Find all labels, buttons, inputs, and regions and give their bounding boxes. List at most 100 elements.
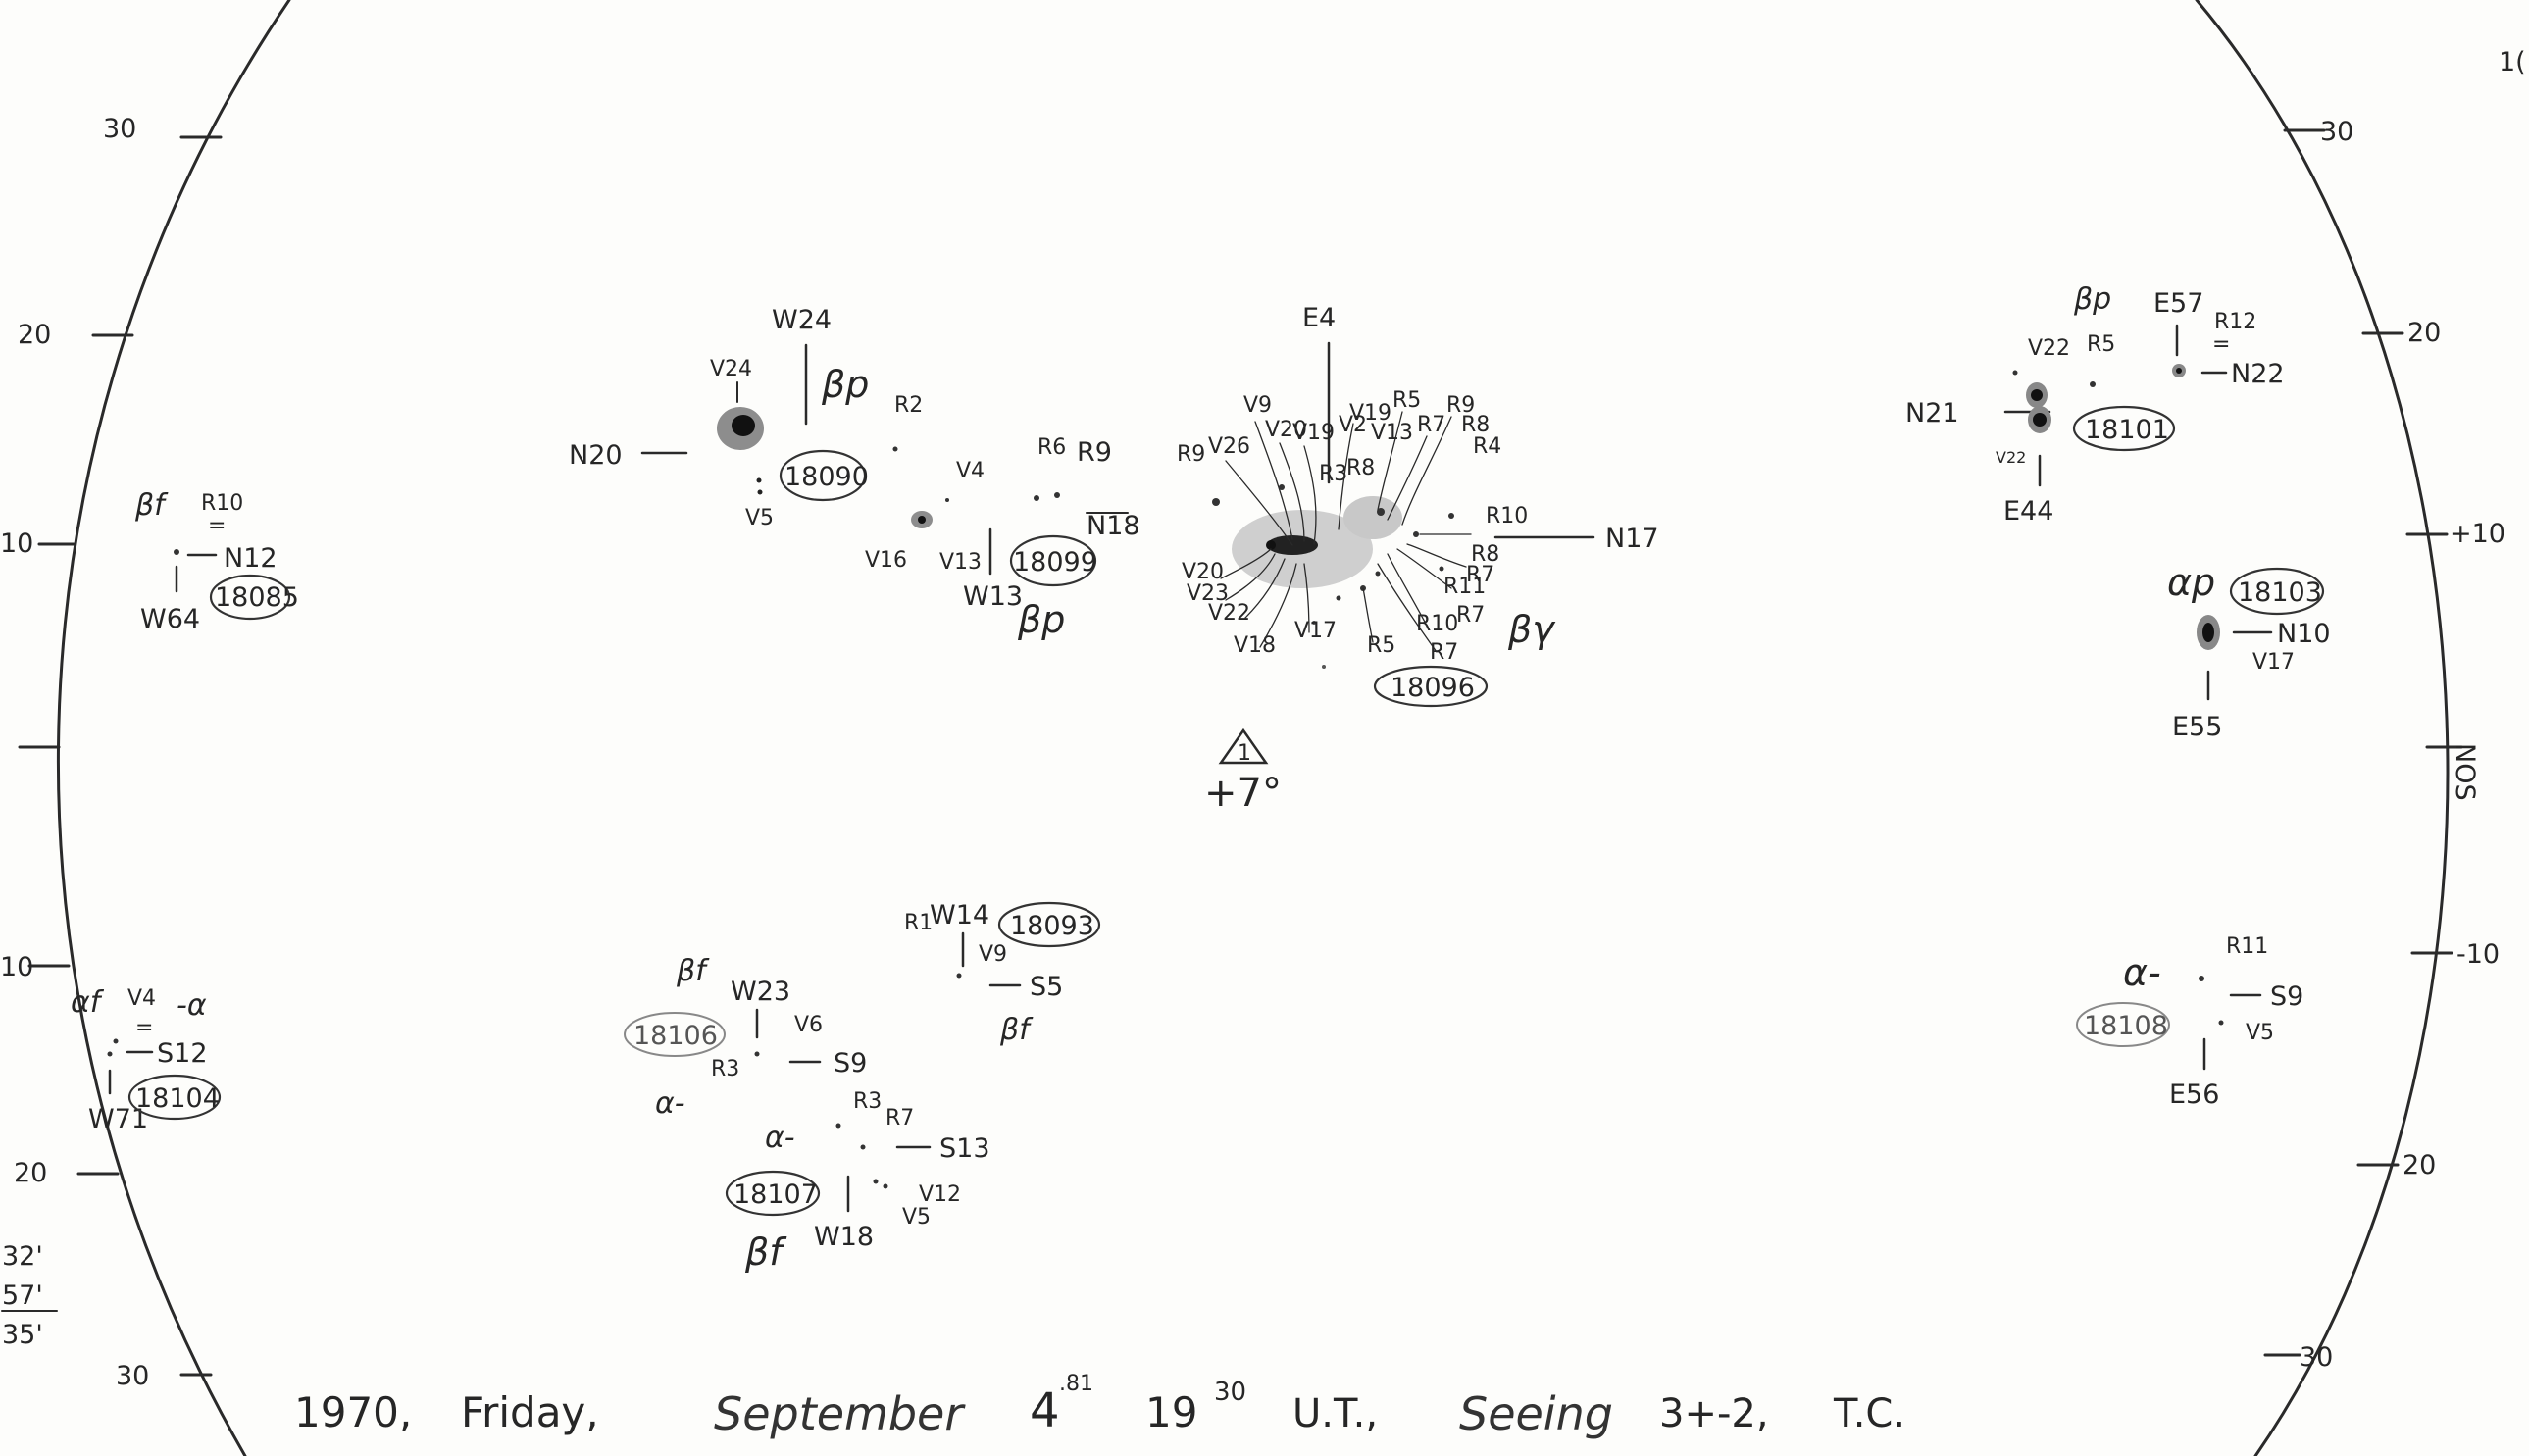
svg-text:βp: βp (2073, 282, 2111, 317)
svg-text:R9: R9 (1077, 437, 1112, 468)
svg-text:R7: R7 (885, 1106, 914, 1130)
svg-text:R3: R3 (1319, 462, 1347, 486)
svg-text:18106: 18106 (633, 1021, 718, 1051)
svg-text:R5: R5 (1392, 388, 1421, 413)
svg-text:R7: R7 (1466, 563, 1494, 587)
svg-text:18107: 18107 (733, 1180, 818, 1210)
svg-text:S5: S5 (1030, 972, 1063, 1002)
svg-text:=: = (2212, 332, 2230, 357)
svg-text:R6: R6 (1037, 435, 1066, 460)
svg-text:R12: R12 (2214, 310, 2256, 334)
svg-text:S9: S9 (834, 1048, 867, 1079)
svg-text:αf: αf (71, 985, 105, 1020)
svg-text:βγ: βγ (1507, 608, 1556, 651)
caption-date-sup: .81 (1059, 1372, 1093, 1396)
tick-left-20-south: 20 (14, 1158, 47, 1188)
svg-text:V17: V17 (1294, 619, 1337, 643)
svg-text:N18: N18 (1087, 511, 1140, 541)
svg-text:V9: V9 (979, 942, 1007, 967)
tick-left-30-south: 30 (116, 1361, 149, 1391)
svg-text:R7: R7 (1456, 603, 1485, 628)
region-18107: α- R3 R7 S13 18107 V12 V5 W18 βf (725, 1089, 990, 1274)
svg-text:R7: R7 (1430, 640, 1458, 665)
svg-text:18103: 18103 (2238, 577, 2322, 608)
tick-left-20-north: 20 (18, 320, 51, 350)
svg-text:R8: R8 (1461, 413, 1490, 437)
svg-text:R11: R11 (2226, 934, 2268, 959)
svg-text:18101: 18101 (2085, 415, 2169, 445)
svg-text:R10: R10 (1486, 504, 1528, 528)
svg-text:V19: V19 (1349, 401, 1391, 426)
tick-right-30-north: 30 (2320, 117, 2353, 147)
svg-text:W24: W24 (772, 305, 832, 335)
svg-text:V4: V4 (127, 986, 156, 1011)
svg-text:32': 32' (2, 1241, 43, 1272)
svg-text:V23: V23 (1187, 581, 1229, 606)
svg-text:E56: E56 (2169, 1079, 2219, 1110)
region-18104: αf V4 -α = S12 W71 18104 (71, 985, 222, 1134)
region-18090: W24 βp V24 N20 V5 R2 18090 (569, 305, 923, 530)
caption-date: 4 (1030, 1383, 1060, 1438)
svg-text:W14: W14 (930, 900, 989, 930)
svg-text:R2: R2 (894, 393, 923, 418)
svg-text:V4: V4 (956, 459, 985, 483)
tick-left-10-south: 10 (0, 952, 33, 982)
svg-text:V13: V13 (939, 550, 982, 575)
region-18099: V4 V16 V13 W13 βp 18099 R6 R9 N18 (865, 435, 1140, 641)
svg-text:18090: 18090 (784, 462, 869, 492)
tick-right-10-north: +10 (2450, 519, 2505, 549)
leader-lines (1220, 411, 1472, 653)
caption-day: Friday, (461, 1388, 599, 1436)
svg-text:R7: R7 (1417, 413, 1445, 437)
svg-text:57': 57' (2, 1280, 43, 1311)
svg-text:18104: 18104 (135, 1083, 220, 1114)
margin-note: 32' 57' 35' (1, 1241, 58, 1350)
tick-left-30-north: 30 (103, 114, 136, 144)
svg-text:E4: E4 (1302, 303, 1336, 333)
caption-seeing-value: 3+-2, (1659, 1391, 1769, 1436)
svg-text:α-: α- (2123, 951, 2161, 994)
svg-text:N21: N21 (1905, 398, 1959, 428)
svg-text:V13: V13 (1371, 421, 1413, 445)
svg-text:βp: βp (1017, 598, 1065, 641)
svg-text:N20: N20 (569, 440, 623, 471)
svg-text:βf: βf (676, 954, 710, 988)
svg-text:V5: V5 (2246, 1021, 2274, 1045)
svg-text:R11: R11 (1443, 575, 1486, 599)
center-mark: 1 +7° (1204, 728, 1282, 816)
svg-text:R9: R9 (1177, 442, 1205, 467)
svg-text:R1: R1 (904, 911, 933, 935)
right-axis-letters: NOS (2450, 743, 2480, 801)
caption-ut: U.T., (1292, 1391, 1378, 1436)
svg-text:S12: S12 (157, 1038, 208, 1069)
labels-left: V20 V23 V22 V18 V17 (1182, 560, 1337, 658)
svg-text:W13: W13 (963, 581, 1023, 612)
svg-text:W18: W18 (814, 1222, 874, 1252)
svg-text:=: = (208, 514, 226, 538)
tick-right-10-south: -10 (2456, 939, 2500, 970)
svg-text:α-: α- (655, 1086, 685, 1121)
right-tick-marks (2263, 128, 2463, 1357)
region-18085: βf R10 = N12 W64 18085 (134, 488, 299, 634)
svg-text:N17: N17 (1605, 524, 1659, 554)
svg-text:R3: R3 (711, 1057, 739, 1081)
region-18093: R1 W14 18093 V9 S5 βf (904, 900, 1101, 1047)
svg-text:18093: 18093 (1010, 911, 1094, 941)
region-18101: βp V22 R5 N21 V22 E44 18101 (1905, 282, 2176, 527)
svg-text:βf: βf (999, 1013, 1034, 1047)
svg-text:V5: V5 (902, 1205, 931, 1230)
svg-text:V22: V22 (1996, 448, 2026, 467)
svg-text:R8: R8 (1346, 456, 1375, 480)
caption-time: 19 (1145, 1388, 1197, 1436)
p-angle: +7° (1204, 771, 1282, 816)
svg-text:V20: V20 (1182, 560, 1224, 584)
svg-text:E44: E44 (2003, 496, 2053, 527)
svg-text:R5: R5 (2087, 332, 2115, 357)
caption-month: September (714, 1387, 966, 1440)
svg-text:R10: R10 (201, 491, 243, 516)
svg-text:R4: R4 (1473, 434, 1501, 459)
top-corner-mark: 1( (2499, 47, 2526, 77)
tick-right-20-south: 20 (2403, 1150, 2436, 1180)
svg-text:V26: V26 (1208, 434, 1250, 459)
